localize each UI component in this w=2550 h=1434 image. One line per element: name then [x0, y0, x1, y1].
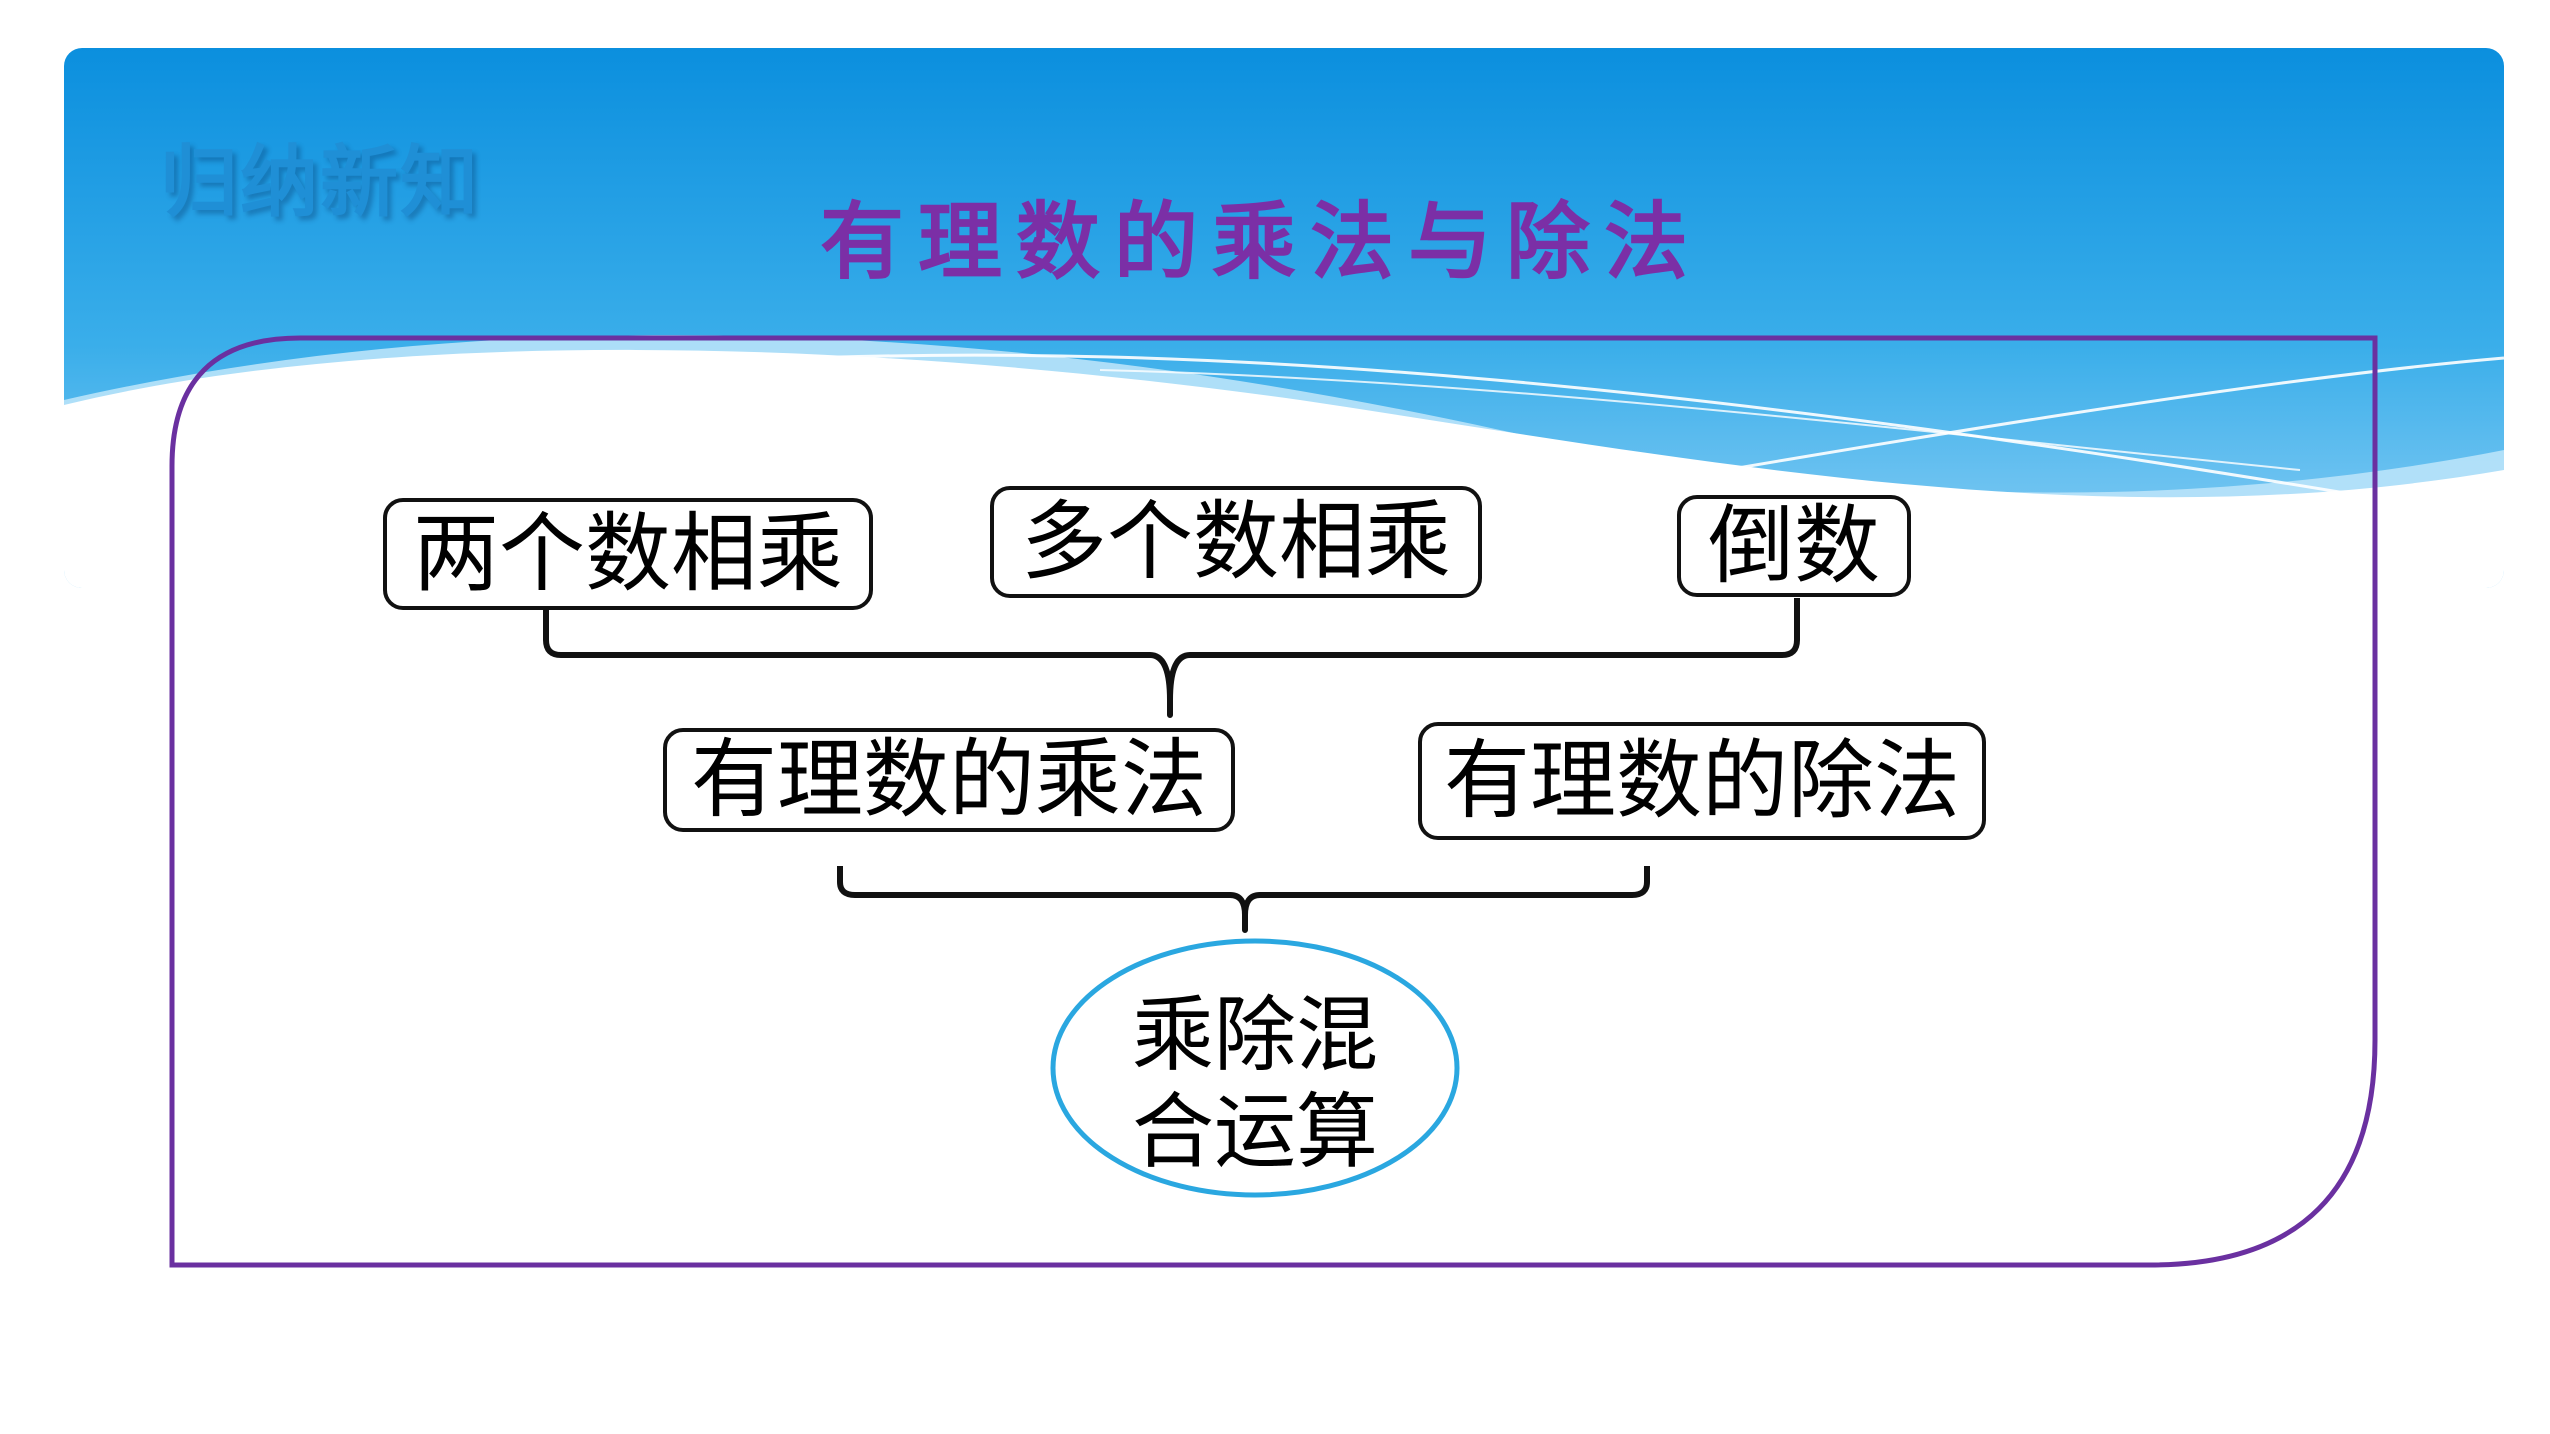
- node-rational-division: 有理数的除法: [1418, 722, 1986, 840]
- top-bracket: [543, 598, 1800, 718]
- node-label: 有理数的除法: [1444, 731, 1960, 831]
- content-frame: [169, 335, 2378, 1268]
- node-reciprocal: 倒数: [1677, 495, 1911, 597]
- bottom-bracket: [837, 866, 1650, 933]
- node-label: 倒数: [1708, 496, 1880, 596]
- result-line-1: 乘除混: [1131, 988, 1378, 1084]
- node-label: 两个数相乘: [413, 504, 843, 604]
- result-oval: [1050, 938, 1460, 1198]
- node-rational-multiplication: 有理数的乘法: [663, 728, 1235, 832]
- node-multiple-numbers-multiply: 多个数相乘: [990, 486, 1482, 598]
- slide-title: 有理数的乘法与除法: [820, 193, 1703, 291]
- result-node: 乘除混 合运算: [1055, 960, 1455, 1210]
- node-label: 有理数的乘法: [691, 730, 1207, 830]
- section-label: 归纳新知: [160, 138, 481, 228]
- result-line-2: 合运算: [1131, 1085, 1378, 1180]
- node-label: 多个数相乘: [1021, 492, 1451, 592]
- node-two-numbers-multiply: 两个数相乘: [383, 498, 873, 610]
